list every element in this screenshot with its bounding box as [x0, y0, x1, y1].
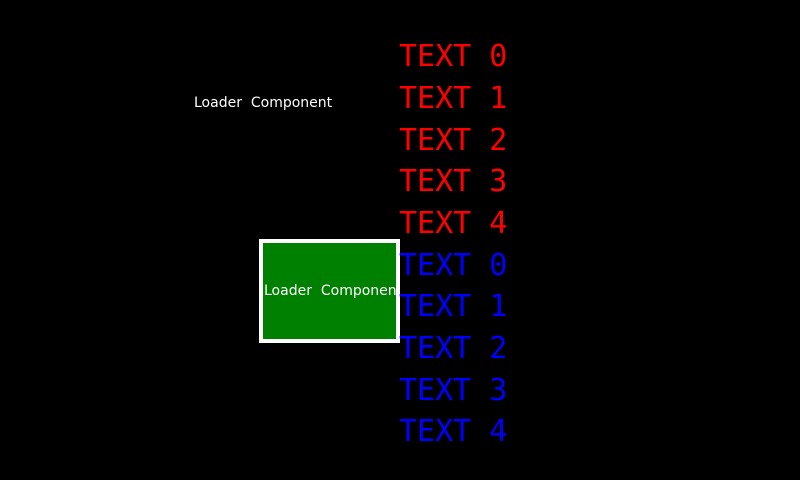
loader-component-label: Loader Component: [194, 95, 333, 111]
loader-component-box-label: Loader Component: [264, 282, 400, 299]
loader-component-box[interactable]: Loader Component: [259, 239, 400, 343]
list-item: TEXT 4: [399, 205, 508, 241]
list-item: TEXT 1: [399, 289, 508, 325]
text-list: TEXT 0 TEXT 1 TEXT 2 TEXT 3 TEXT 4 TEXT 0 TEXT…: [399, 36, 507, 453]
list-item: TEXT 0: [399, 39, 508, 75]
list-item: TEXT 3: [399, 372, 508, 408]
list-item: TEXT 1: [399, 80, 508, 116]
list-item: TEXT 2: [399, 330, 508, 366]
list-item: TEXT 2: [399, 122, 508, 158]
list-item: TEXT 4: [399, 414, 508, 450]
list-item: TEXT 0: [399, 247, 508, 283]
list-item: TEXT 3: [399, 164, 508, 200]
